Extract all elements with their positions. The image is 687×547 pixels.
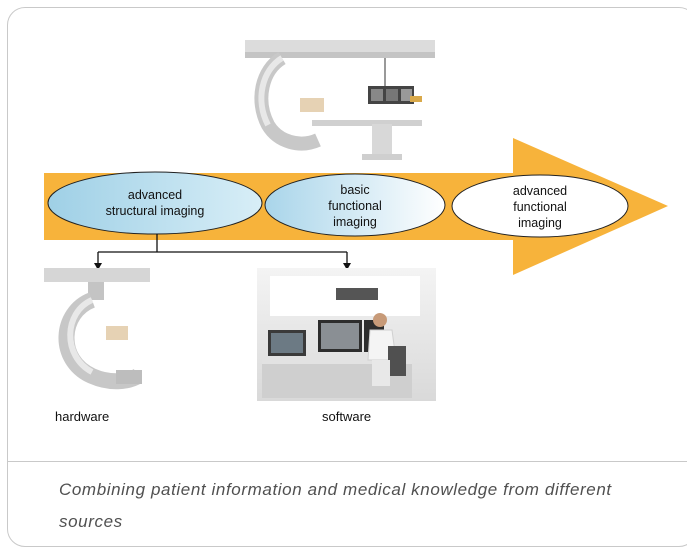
figure-caption: Combining patient information and medica… (59, 480, 612, 531)
c-arm-image (44, 268, 150, 390)
workstation-image (257, 268, 436, 401)
branch-connector (94, 234, 351, 270)
stage-label-basic-functional: basic functional imaging (295, 180, 415, 232)
stage-3-line-3: imaging (518, 216, 562, 230)
stage-label-advanced-functional: advanced functional imaging (480, 181, 600, 233)
stage-1-line-2: structural imaging (105, 204, 205, 218)
stage-2-line-3: imaging (333, 215, 377, 229)
hardware-label: hardware (55, 409, 110, 424)
stage-ellipse-1 (47, 171, 263, 235)
stage-2-line-1: basic (340, 183, 370, 197)
stage-label-advanced-structural: advanced structural imaging (80, 180, 230, 226)
stage-2-line-2: functional (328, 199, 382, 213)
stage-3-line-2: functional (513, 200, 567, 214)
angiography-system-image (243, 40, 435, 168)
stage-ellipse-3 (451, 174, 629, 238)
stage-ellipse-2 (264, 173, 446, 237)
stage-1-line-1: advanced (127, 188, 183, 202)
caption-divider (8, 461, 687, 462)
stage-3-line-1: advanced (512, 184, 568, 198)
software-label: software (322, 409, 372, 424)
